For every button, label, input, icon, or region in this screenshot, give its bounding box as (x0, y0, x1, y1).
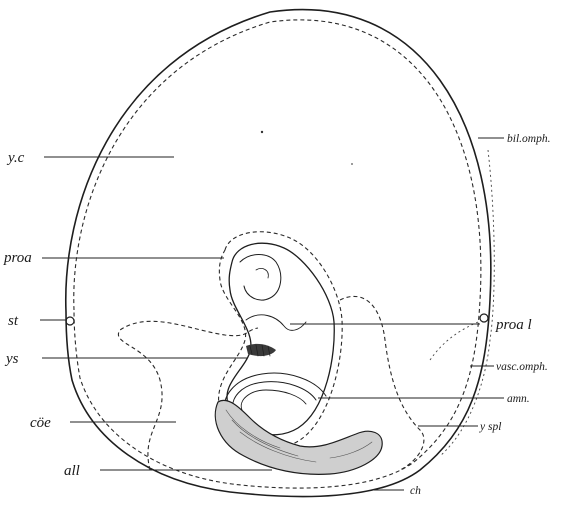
label-yc: y.c (6, 150, 25, 166)
foregut-fold (246, 315, 306, 330)
label-all: all (64, 463, 80, 479)
label-y-spl: y spl (479, 421, 501, 433)
st-marker-circle (66, 317, 74, 325)
yolk-speck (261, 131, 263, 133)
allantois (215, 400, 382, 474)
vascular-omphalopleure-edge (430, 322, 478, 360)
chorion-outline (66, 10, 491, 497)
yolk-speck-2 (351, 163, 353, 165)
yolk-stalk (246, 344, 276, 356)
bilaminar-omphalopleure (74, 20, 481, 488)
label-coe: cöe (30, 415, 51, 431)
label-st: st (8, 313, 19, 329)
proa-l-marker-circle (480, 314, 488, 322)
label-proa: proa (3, 250, 32, 266)
head-detail (256, 268, 268, 278)
label-vasc-omph: vasc.omph. (496, 361, 548, 373)
label-ys: ys (4, 351, 19, 367)
label-bil-omph: bil.omph. (507, 133, 550, 145)
head-fold (240, 255, 281, 301)
label-amn: amn. (507, 393, 530, 405)
label-ch: ch (410, 485, 421, 497)
label-proa-l: proa l (495, 317, 532, 333)
amnion-fold-3 (241, 390, 306, 410)
